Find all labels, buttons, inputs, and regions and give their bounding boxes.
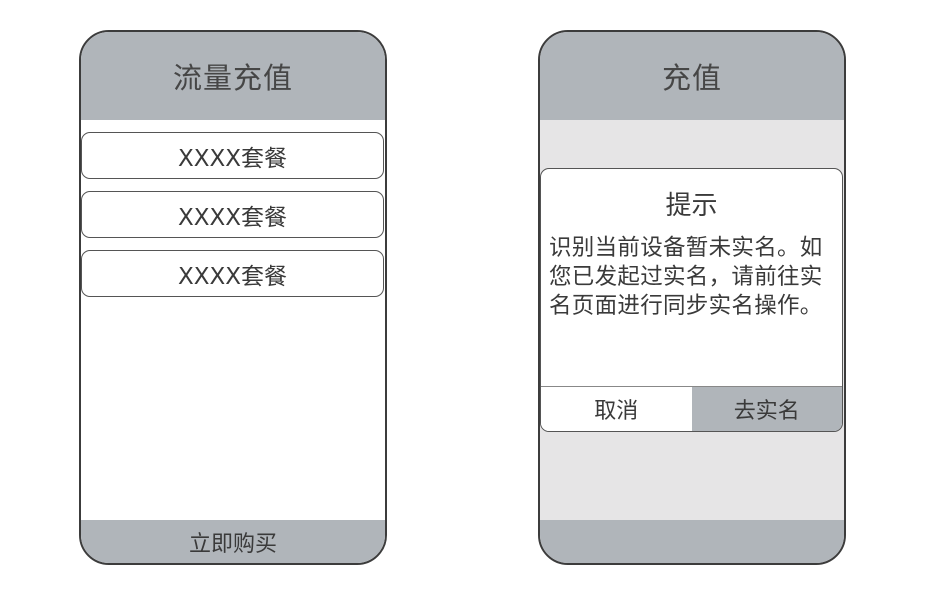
plan-option-3[interactable]: XXXX套餐 bbox=[81, 250, 384, 297]
title-bar: 流量充值 bbox=[81, 32, 385, 120]
verification-dialog: 提示 识别当前设备暂未实名。如您已发起过实名，请前往实名页面进行同步实名操作。 … bbox=[540, 168, 843, 432]
go-verify-button[interactable]: 去实名 bbox=[691, 387, 842, 431]
dialog-actions: 取消 去实名 bbox=[541, 386, 842, 431]
title-bar: 充值 bbox=[540, 32, 844, 120]
plan-option-2[interactable]: XXXX套餐 bbox=[81, 191, 384, 238]
cancel-button[interactable]: 取消 bbox=[541, 387, 692, 431]
buy-now-button[interactable]: 立即购买 bbox=[81, 520, 385, 563]
dialog-message: 识别当前设备暂未实名。如您已发起过实名，请前往实名页面进行同步实名操作。 bbox=[549, 235, 823, 319]
bottom-bar bbox=[540, 520, 844, 563]
plan-option-label: XXXX套餐 bbox=[177, 263, 288, 290]
page-title: 充值 bbox=[661, 61, 722, 95]
plan-option-1[interactable]: XXXX套餐 bbox=[81, 132, 384, 179]
plan-option-label: XXXX套餐 bbox=[177, 145, 288, 172]
plan-option-label: XXXX套餐 bbox=[177, 204, 288, 231]
dialog-title: 提示 bbox=[665, 191, 718, 221]
page-title: 流量充值 bbox=[172, 61, 293, 95]
phone-screen-data-recharge: 流量充值 XXXX套餐 XXXX套餐 XXXX套餐 立即购买 bbox=[79, 30, 387, 565]
phone-screen-recharge-dialog: 充值 提示 识别当前设备暂未实名。如您已发起过实名，请前往实名页面进行同步实名操… bbox=[538, 30, 846, 565]
